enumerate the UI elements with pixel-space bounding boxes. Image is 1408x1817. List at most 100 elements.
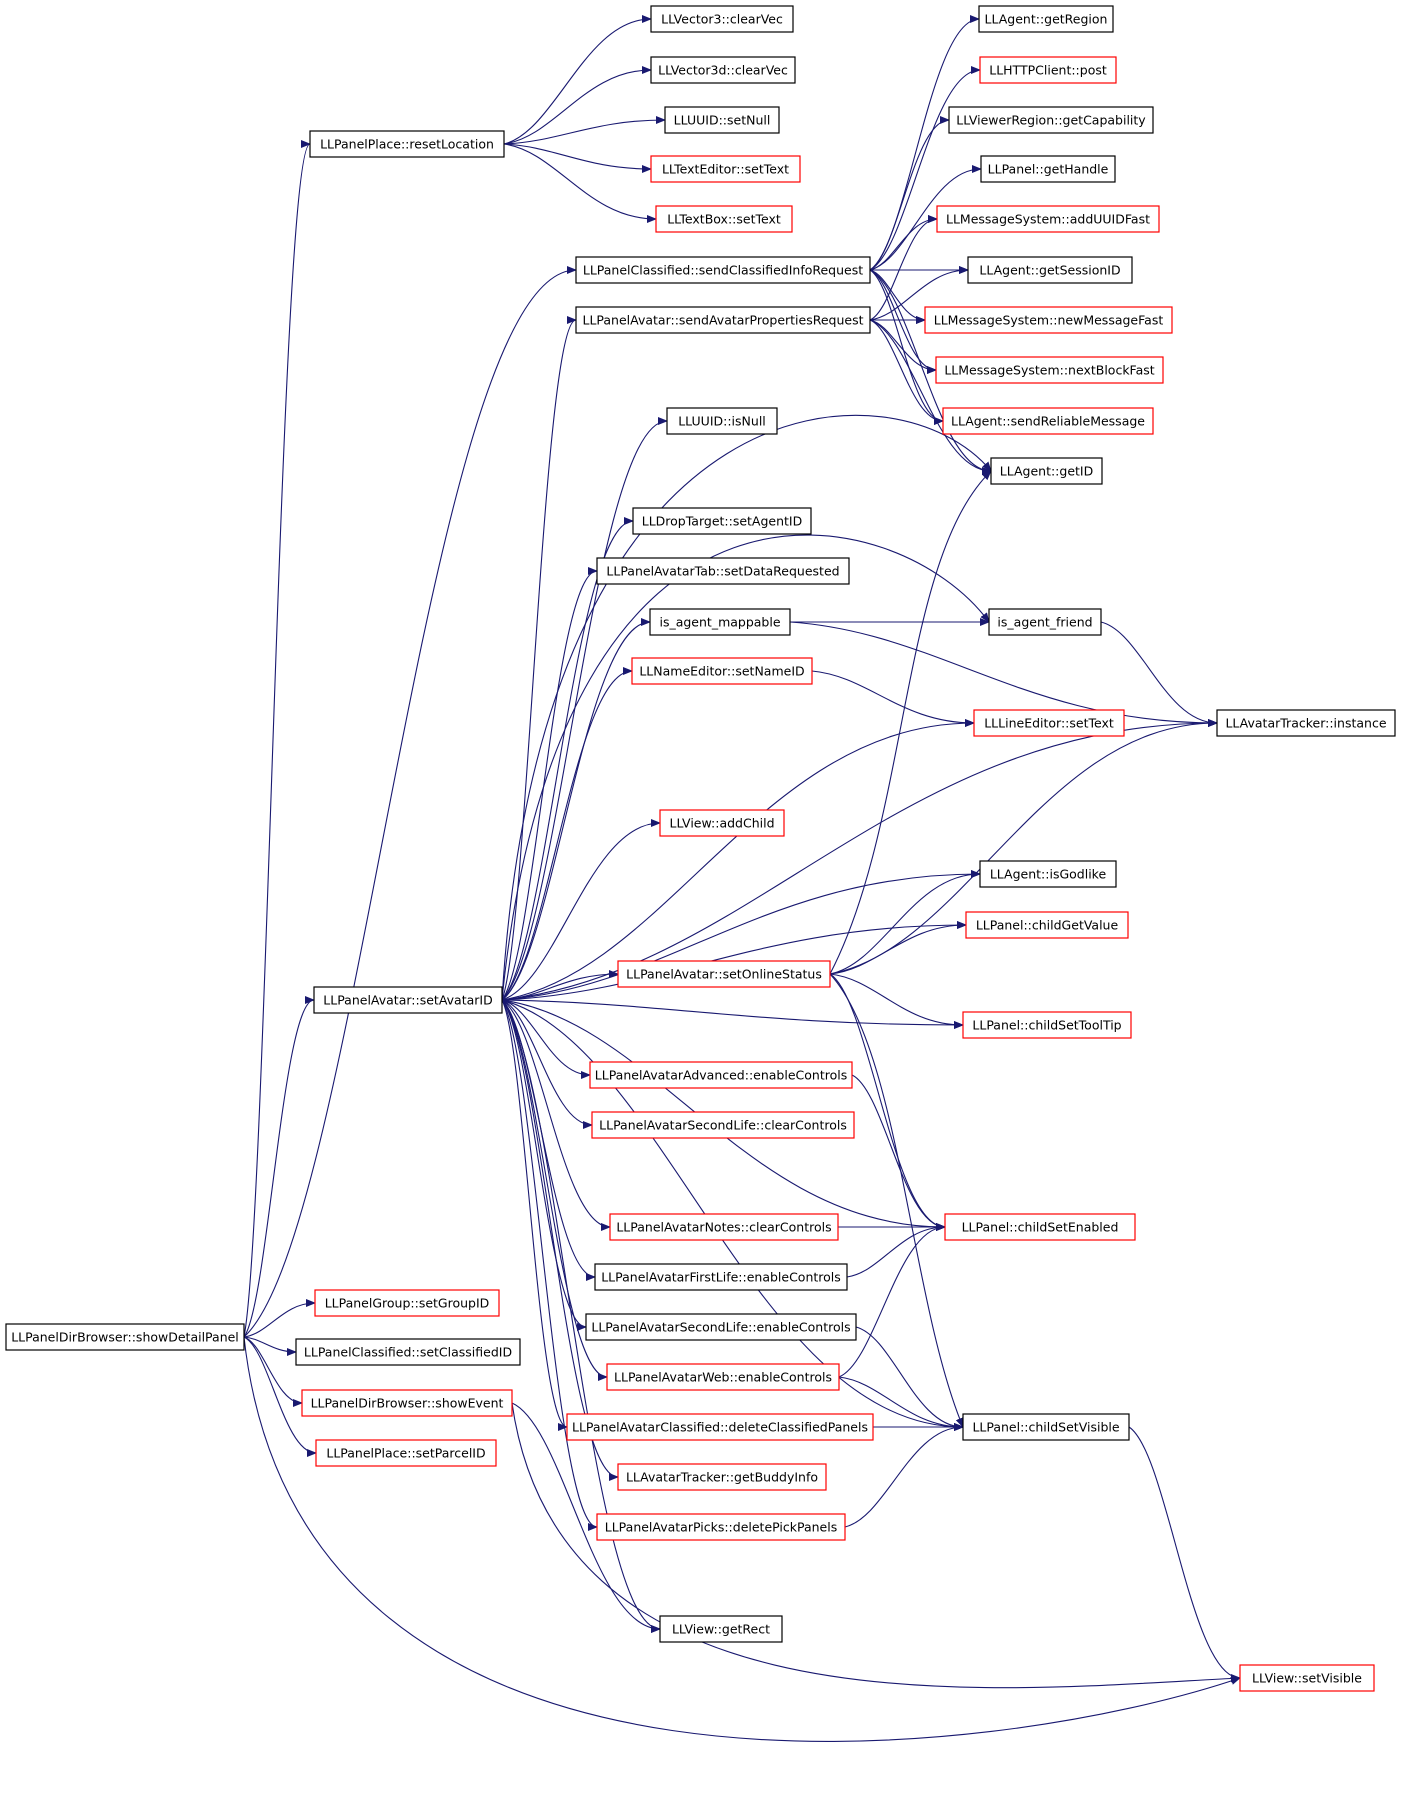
node-avclassified_delete[interactable]: LLPanelAvatarClassified::deleteClassifie…: [566, 1413, 874, 1441]
node-label: LLPanelAvatarNotes::clearControls: [616, 1220, 831, 1235]
node-box: [575, 306, 871, 334]
node-avatar_setonline[interactable]: LLPanelAvatar::setOnlineStatus: [617, 960, 831, 988]
node-textbox_settext[interactable]: LLTextBox::setText: [655, 205, 793, 233]
node-web_enable[interactable]: LLPanelAvatarWeb::enableControls: [606, 1363, 840, 1391]
node-panel_childgetvalue[interactable]: LLPanel::childGetValue: [965, 911, 1129, 939]
node-label: LLUUID::isNull: [678, 414, 766, 429]
edge-sl_enable-to-panel_childsetvisible: [855, 1326, 964, 1431]
node-msg_adduuid[interactable]: LLMessageSystem::addUUIDFast: [936, 205, 1160, 233]
edge-avatar_sendreq-to-agent_getid: [869, 319, 992, 475]
node-msg_newmsg[interactable]: LLMessageSystem::newMessageFast: [924, 306, 1173, 334]
node-box: [594, 1263, 848, 1291]
edge-nameeditor_setname-to-lineeditor_settext: [811, 670, 975, 727]
node-classified_sendreq[interactable]: LLPanelClassified::sendClassifiedInfoReq…: [575, 256, 871, 284]
node-label: LLPanelClassified::setClassifiedID: [304, 1345, 512, 1360]
node-notes_clear[interactable]: LLPanelAvatarNotes::clearControls: [609, 1213, 839, 1241]
node-avatar_setid[interactable]: LLPanelAvatar::setAvatarID: [313, 986, 503, 1014]
node-box: [1239, 1664, 1375, 1692]
edge-avatar_sendreq-to-msg_adduuid: [869, 215, 938, 321]
node-agent_getid[interactable]: LLAgent::getID: [990, 457, 1103, 485]
node-droptarget_setagent[interactable]: LLDropTarget::setAgentID: [632, 507, 812, 535]
node-is_mappable[interactable]: is_agent_mappable: [649, 608, 791, 636]
edge-root-to-view_setvisible: [243, 1336, 1241, 1742]
edge-avatar_setid-to-web_enable: [501, 999, 608, 1381]
node-box: [301, 1389, 513, 1417]
node-box: [664, 106, 780, 134]
node-sl_clear[interactable]: LLPanelAvatarSecondLife::clearControls: [591, 1111, 855, 1139]
node-avatar_sendreq[interactable]: LLPanelAvatar::sendAvatarPropertiesReque…: [575, 306, 871, 334]
edge-root-to-classified_setid: [243, 1336, 297, 1356]
node-label: LLAgent::getSessionID: [979, 263, 1120, 278]
edge-avatar_setid-to-tracker_instance: [501, 719, 1218, 1001]
node-v3_clear[interactable]: LLVector3::clearVec: [650, 5, 794, 33]
edge-avatar_setid-to-view_addchild: [501, 819, 661, 1001]
node-panel_gethandle[interactable]: LLPanel::getHandle: [980, 155, 1116, 183]
edge-classified_sendreq-to-agent_getid: [869, 269, 992, 475]
node-tracker_getbuddy[interactable]: LLAvatarTracker::getBuddyInfo: [617, 1463, 827, 1491]
node-box: [575, 256, 871, 284]
edge-fl_enable-to-panel_childsetenabled: [846, 1223, 946, 1278]
edge-classified_sendreq-to-msg_nextblock: [869, 269, 937, 374]
edge-avatar_setid-to-adv_enable: [501, 999, 591, 1079]
node-box: [650, 5, 794, 33]
node-http_post[interactable]: LLHTTPClient::post: [979, 56, 1117, 84]
node-box: [948, 106, 1154, 134]
node-fl_enable[interactable]: LLPanelAvatarFirstLife::enableControls: [594, 1263, 848, 1291]
edge-classified_sendreq-to-msg_adduuid: [869, 215, 938, 271]
node-classified_setid[interactable]: LLPanelClassified::setClassifiedID: [295, 1338, 521, 1366]
edge-place_reset-to-textbox_settext: [503, 143, 657, 223]
node-box: [650, 56, 796, 84]
node-view_setvisible[interactable]: LLView::setVisible: [1239, 1664, 1375, 1692]
node-box: [5, 1323, 245, 1351]
node-place_setparcel[interactable]: LLPanelPlace::setParcelID: [315, 1439, 497, 1467]
node-region_getcap[interactable]: LLViewerRegion::getCapability: [948, 106, 1154, 134]
edge-avatar_setid-to-tracker_getbuddy: [501, 999, 619, 1481]
edge-root-to-group_setid: [243, 1299, 316, 1338]
node-uuid_setnull[interactable]: LLUUID::setNull: [664, 106, 780, 134]
node-box: [1216, 709, 1396, 737]
node-avatartab_setdatareq[interactable]: LLPanelAvatarTab::setDataRequested: [596, 557, 850, 585]
node-label: LLPanel::getHandle: [988, 162, 1109, 177]
edge-avatar_setonline-to-panel_childsetvisible: [829, 973, 964, 1428]
edge-avatar_setid-to-droptarget_setagent: [501, 517, 634, 1001]
node-sl_enable[interactable]: LLPanelAvatarSecondLife::enableControls: [585, 1313, 857, 1341]
node-view_getrect[interactable]: LLView::getRect: [659, 1615, 783, 1643]
edge-avatar_setid-to-uuid_isnull: [501, 417, 668, 1001]
node-root[interactable]: LLPanelDirBrowser::showDetailPanel: [5, 1323, 245, 1351]
node-label: LLMessageSystem::nextBlockFast: [944, 363, 1154, 378]
node-adv_enable[interactable]: LLPanelAvatarAdvanced::enableControls: [589, 1061, 853, 1089]
node-agent_sendreliable[interactable]: LLAgent::sendReliableMessage: [942, 407, 1154, 435]
node-box: [314, 1289, 500, 1317]
node-dir_showevent[interactable]: LLPanelDirBrowser::showEvent: [301, 1389, 513, 1417]
node-label: LLPanelDirBrowser::showDetailPanel: [11, 1330, 239, 1345]
edge-avatar_setid-to-sl_enable: [501, 999, 587, 1331]
edge-avatar_setid-to-fl_enable: [501, 999, 596, 1281]
node-msg_nextblock[interactable]: LLMessageSystem::nextBlockFast: [935, 356, 1164, 384]
node-agent_godlike[interactable]: LLAgent::isGodlike: [979, 860, 1117, 888]
node-panel_childsetvisible[interactable]: LLPanel::childSetVisible: [962, 1413, 1130, 1441]
edge-avatar_setid-to-lineeditor_settext: [501, 719, 975, 1001]
node-lineeditor_settext[interactable]: LLLineEditor::setText: [973, 709, 1125, 737]
node-box: [566, 1413, 874, 1441]
node-agent_getregion[interactable]: LLAgent::getRegion: [978, 5, 1114, 33]
edge-root-to-place_setparcel: [243, 1336, 317, 1457]
node-panel_childsetenabled[interactable]: LLPanel::childSetEnabled: [944, 1213, 1136, 1241]
node-picks_delete[interactable]: LLPanelAvatarPicks::deletePickPanels: [596, 1513, 846, 1541]
node-uuid_isnull[interactable]: LLUUID::isNull: [666, 407, 778, 435]
node-is_friend[interactable]: is_agent_friend: [988, 608, 1102, 636]
node-panel_childsettooltip[interactable]: LLPanel::childSetToolTip: [962, 1011, 1132, 1039]
node-tracker_instance[interactable]: LLAvatarTracker::instance: [1216, 709, 1396, 737]
node-texteditor_settext[interactable]: LLTextEditor::setText: [650, 155, 801, 183]
node-place_reset[interactable]: LLPanelPlace::resetLocation: [309, 130, 505, 158]
node-group_setid[interactable]: LLPanelGroup::setGroupID: [314, 1289, 500, 1317]
node-box: [924, 306, 1173, 334]
node-nameeditor_setname[interactable]: LLNameEditor::setNameID: [631, 657, 813, 685]
node-v3d_clear[interactable]: LLVector3d::clearVec: [650, 56, 796, 84]
edge-avatar_setid-to-view_getrect: [501, 999, 661, 1633]
node-agent_sessionid[interactable]: LLAgent::getSessionID: [967, 256, 1133, 284]
edges-layer: [243, 15, 1241, 1742]
node-label: LLView::addChild: [669, 816, 774, 831]
edge-avatar_setonline-to-tracker_instance: [829, 719, 1218, 975]
node-view_addchild[interactable]: LLView::addChild: [659, 809, 785, 837]
edge-avatar_sendreq-to-agent_sessionid: [869, 266, 969, 321]
